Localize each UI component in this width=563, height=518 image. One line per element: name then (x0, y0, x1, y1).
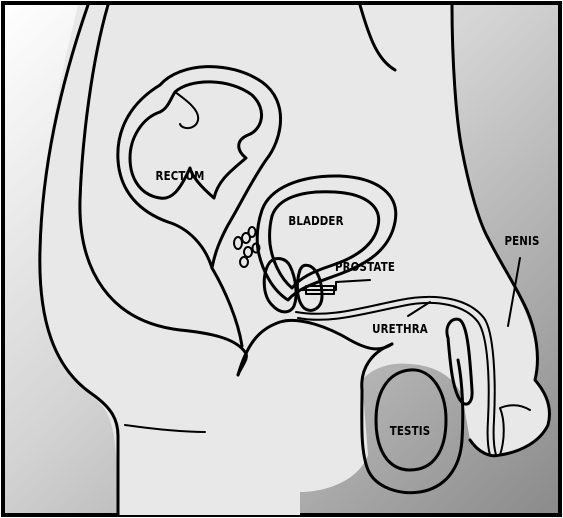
label-bladder: BLADDER (288, 213, 343, 228)
label-penis: PENIS (504, 233, 539, 248)
label-urethra: URETHRA (372, 321, 428, 336)
label-testis: TESTIS (390, 423, 431, 438)
label-prostate: PROSTATE (335, 259, 395, 274)
label-rectum: RECTUM (156, 168, 205, 183)
